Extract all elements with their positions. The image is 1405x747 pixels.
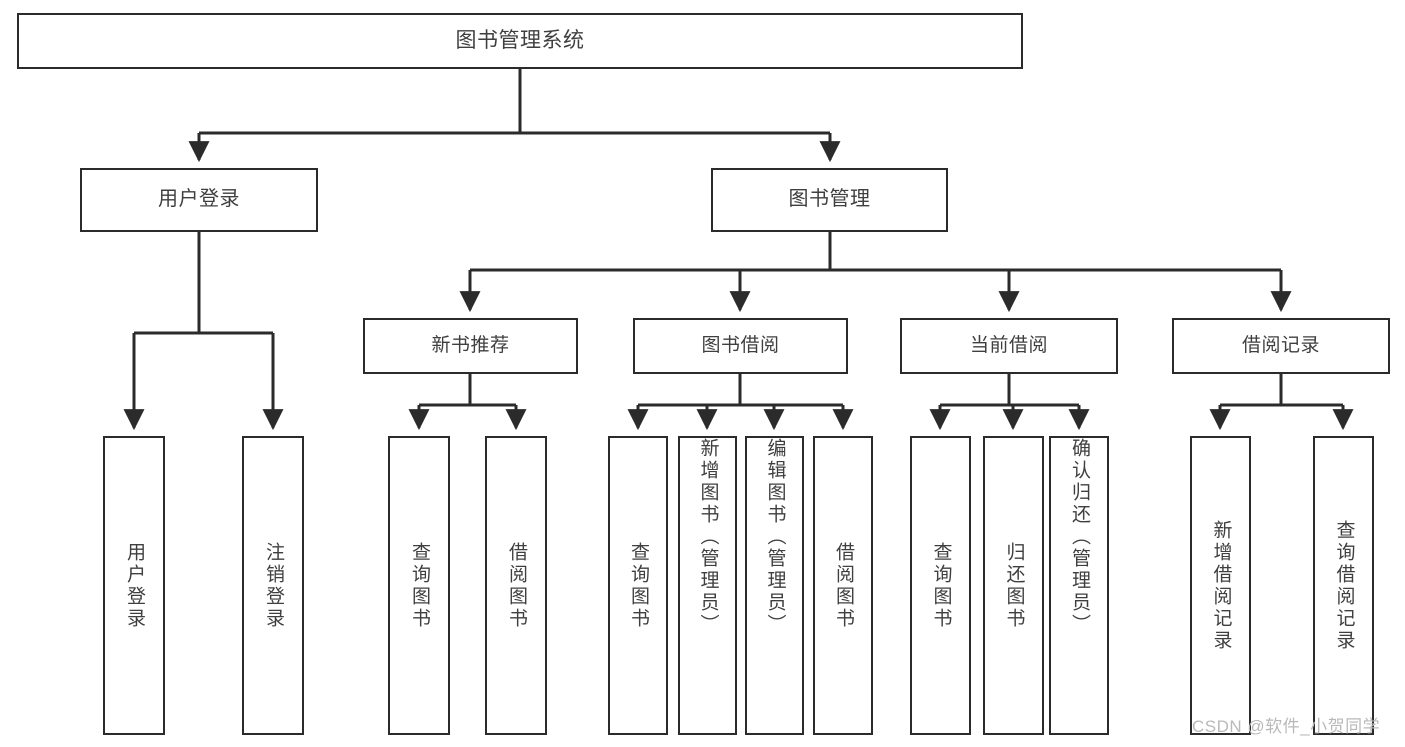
node-leaf-query-book-3[interactable]: 查询图书 [910,436,971,735]
node-label: 归还图书 [1003,541,1025,630]
node-label: 用户登录 [123,541,145,630]
node-label: 查询图书 [930,541,952,630]
node-label: 图书管理 [788,188,871,211]
node-label: 借阅图书 [832,541,854,630]
node-label: 新书推荐 [431,334,510,356]
node-leaf-query-book-2[interactable]: 查询图书 [608,436,668,735]
node-book-borrow[interactable]: 图书借阅 [633,318,848,374]
node-label: 新增借阅记录 [1210,519,1232,652]
node-leaf-logout[interactable]: 注销登录 [242,436,304,735]
node-new-book-rec[interactable]: 新书推荐 [363,318,578,374]
node-user-login[interactable]: 用户登录 [80,168,318,232]
watermark: CSDN @软件_小贺同学 [1192,717,1381,736]
node-leaf-borrow-book-1[interactable]: 借阅图书 [485,436,547,735]
node-leaf-query-book-1[interactable]: 查询图书 [388,436,450,735]
node-leaf-add-book[interactable]: 新增图书（管理员） [678,436,737,735]
node-label: 查询图书 [627,541,649,630]
node-label: 借阅图书 [505,541,527,630]
node-label: 查询借阅记录 [1333,519,1355,652]
node-label: 新增图书（管理员） [697,438,719,636]
node-label: 图书借阅 [701,334,780,356]
node-borrow-record[interactable]: 借阅记录 [1172,318,1390,374]
node-leaf-user-login[interactable]: 用户登录 [103,436,165,735]
node-leaf-confirm-return[interactable]: 确认归还（管理员） [1049,436,1109,735]
node-leaf-query-record[interactable]: 查询借阅记录 [1313,436,1374,735]
node-label: 注销登录 [262,541,284,630]
node-label: 确认归还（管理员） [1068,438,1090,636]
node-leaf-add-record[interactable]: 新增借阅记录 [1190,436,1251,735]
node-label: 当前借阅 [969,334,1048,356]
node-leaf-edit-book[interactable]: 编辑图书（管理员） [745,436,804,735]
node-label: 借阅记录 [1241,334,1320,356]
node-label: 查询图书 [408,541,430,630]
node-label: 用户登录 [158,188,240,211]
node-root[interactable]: 图书管理系统 [17,13,1023,69]
node-label: 编辑图书（管理员） [764,438,786,636]
node-leaf-borrow-book-2[interactable]: 借阅图书 [813,436,873,735]
node-current-borrow[interactable]: 当前借阅 [900,318,1118,374]
node-label: 图书管理系统 [455,28,585,52]
node-leaf-return-book[interactable]: 归还图书 [983,436,1044,735]
node-book-manage[interactable]: 图书管理 [711,168,948,232]
